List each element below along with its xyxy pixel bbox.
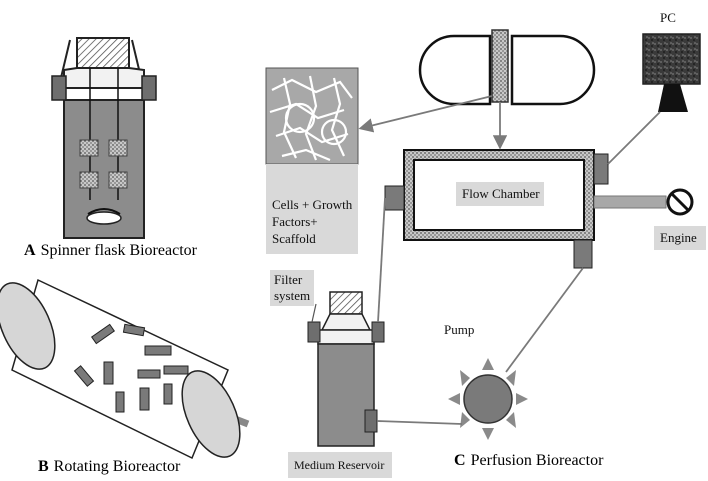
caption-a-letter: A — [24, 242, 36, 259]
chamber-port-left — [384, 185, 405, 211]
filter-label-line-2: system — [274, 288, 311, 303]
cable-chamber-to-pc — [607, 111, 661, 165]
cells-label-line-3: Scaffold — [272, 231, 316, 246]
caption-c-letter: C — [454, 452, 466, 469]
cells-label-box — [266, 164, 358, 254]
floating-scaffold-3 — [144, 345, 172, 356]
reservoir-label-bg — [288, 452, 392, 478]
scaffold-cube-4 — [108, 171, 128, 189]
reservoir-port-right — [371, 321, 385, 343]
spinner-flask-group — [51, 37, 157, 239]
filter-system-label: Filter system — [270, 270, 315, 306]
reservoir-neck — [320, 313, 372, 331]
reservoir-cap — [329, 291, 363, 315]
flask-neck-line-left — [59, 39, 71, 83]
flow-chamber-label-bg — [456, 182, 544, 206]
scaffold-cube-1 — [79, 139, 99, 157]
cells-label-line-2: Factors+ — [272, 214, 318, 229]
cells-label-line-1: Cells + Growth — [272, 197, 353, 212]
floating-scaffold-9 — [163, 383, 173, 405]
flask-side-port-left — [51, 75, 67, 101]
pc-label: PC — [660, 10, 676, 25]
floating-scaffold-4 — [73, 365, 95, 387]
perfusion-bioreactor-group — [265, 29, 706, 478]
scaffold-cube-2 — [108, 139, 128, 157]
cells-growth-factors-label: Cells + Growth Factors+ Scaffold — [272, 196, 352, 247]
engine-icon-slash — [670, 192, 690, 212]
imaging-housing-right — [510, 34, 596, 106]
scaffold-mesh — [269, 75, 353, 162]
caption-a-title: Spinner flask Bioreactor — [40, 242, 197, 259]
tube-chamber-to-reservoir — [377, 197, 386, 323]
sample-holder — [491, 29, 509, 103]
pc-monitor-stand — [658, 84, 688, 112]
floating-scaffold-5 — [103, 361, 114, 385]
stir-rotation-arrow — [87, 208, 121, 215]
floating-scaffold-1 — [90, 323, 116, 345]
medium-reservoir-label: Medium Reservoir — [294, 458, 385, 472]
caption-b-letter: B — [38, 458, 49, 475]
reservoir-port-bottom — [364, 409, 378, 433]
flask-upper-body — [63, 67, 145, 89]
flask-side-port-right — [141, 75, 157, 101]
flask-cap — [76, 37, 130, 69]
tube-pump-to-chamber — [505, 267, 584, 373]
tube-reservoir-to-pump — [376, 420, 463, 425]
filter-label-leader — [311, 303, 317, 323]
imaging-housing-left — [418, 34, 492, 106]
caption-c-title: Perfusion Bioreactor — [470, 452, 604, 469]
filter-label-line-1: Filter — [274, 272, 303, 287]
floating-scaffold-6 — [137, 369, 161, 379]
chamber-port-bottom — [573, 239, 593, 269]
engine-label: Engine — [660, 230, 697, 245]
pc-monitor-screen — [642, 33, 701, 85]
chamber-port-right — [593, 153, 609, 185]
stir-bar — [86, 211, 122, 225]
reservoir-body-top — [317, 329, 375, 345]
rotating-vessel-end-left — [0, 282, 56, 370]
caption-b-title: Rotating Bioreactor — [53, 458, 181, 475]
floating-scaffold-10 — [139, 387, 150, 411]
flow-chamber-label: Flow Chamber — [462, 186, 540, 201]
scaffold-cube-3 — [79, 171, 99, 189]
rotating-bioreactor-group — [0, 278, 250, 460]
engine-shaft — [593, 195, 667, 209]
reservoir-port-left — [307, 321, 321, 343]
floating-scaffold-2 — [122, 323, 146, 337]
floating-scaffold-8 — [115, 391, 125, 413]
pump-label: Pump — [444, 322, 475, 337]
floating-scaffold-7 — [163, 365, 189, 375]
pump-icon — [448, 358, 528, 440]
tube-holder-to-micrograph — [358, 95, 493, 133]
rotating-vessel-end-right — [181, 370, 241, 458]
engine-label-bg — [654, 226, 706, 250]
